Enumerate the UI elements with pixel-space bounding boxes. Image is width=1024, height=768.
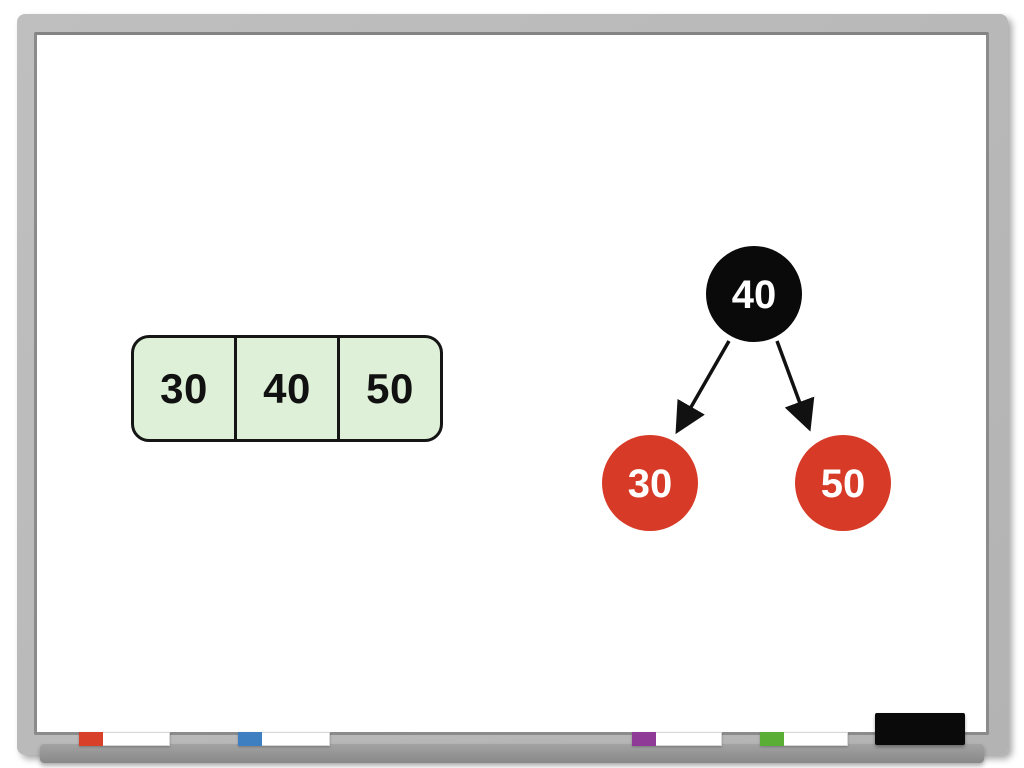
green-marker-cap	[760, 732, 784, 746]
edge-root-to-left	[675, 340, 731, 435]
array-cell-2: 50	[337, 338, 440, 439]
red-marker-cap	[79, 732, 103, 746]
array-diagram: 30 40 50	[131, 335, 443, 442]
marker-tray	[40, 744, 984, 763]
blue-marker-cap	[238, 732, 262, 746]
purple-marker	[632, 732, 722, 746]
tree-root-node	[706, 246, 802, 342]
blue-marker-body	[262, 732, 330, 746]
red-marker-body	[103, 732, 170, 746]
tree-left-child-node	[602, 435, 698, 531]
whiteboard-eraser	[875, 713, 965, 745]
green-marker-body	[784, 732, 848, 746]
tree-right-child-node	[795, 435, 891, 531]
tree-left-child-label: 30	[628, 462, 673, 506]
blue-marker	[238, 732, 330, 746]
binary-tree-diagram: 40 30 50	[602, 246, 891, 531]
tree-right-child-label: 50	[821, 462, 866, 506]
tree-root-label: 40	[732, 273, 777, 317]
array-cell-0: 30	[160, 364, 208, 412]
edge-root-to-right	[775, 340, 815, 432]
array-cell-1: 40	[234, 338, 337, 439]
green-marker	[760, 732, 848, 746]
purple-marker-body	[656, 732, 722, 746]
purple-marker-cap	[632, 732, 656, 746]
red-marker	[79, 732, 170, 746]
whiteboard-frame	[17, 14, 1008, 755]
